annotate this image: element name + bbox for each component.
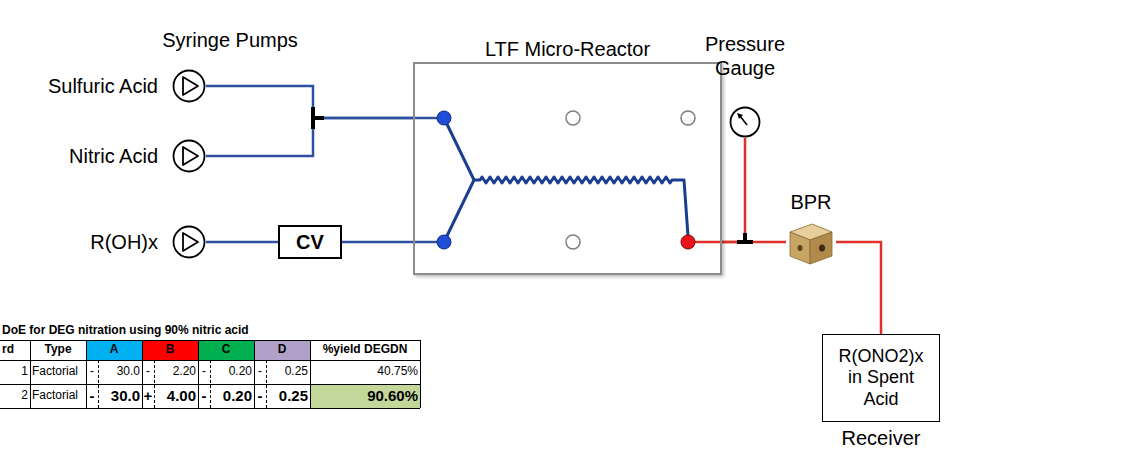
port-hole [681,111,695,125]
part-label: LTF Micro-Reactor [485,37,650,61]
pump-symbol [172,139,206,173]
box-text: CV [296,230,324,254]
table-cell: 30.0 [98,360,142,384]
table-cell: 30.0 [98,384,142,408]
table-cell: 90.60% [310,384,420,408]
table-cell: 2.20 [154,360,198,384]
check-valve-box: CV [278,225,342,259]
tubing-line [722,138,745,242]
tubing-line [206,86,413,118]
part-label: Pressure Gauge [700,32,790,80]
pump-triangle [183,77,198,95]
syringe-pump: Nitric Acid [172,139,206,173]
doe-table-grid [0,340,420,408]
header-fill [254,340,310,360]
bpr-face [810,232,832,264]
outlet-port [681,235,695,249]
table-cell: - [254,360,266,384]
pump-triangle [183,147,198,165]
part-label: Nitric Acid [69,144,158,168]
pressure-gauge: Pressure Gauge [729,106,761,138]
table-title: DoE for DEG nitration using 90% nitric a… [2,322,420,340]
inlet-port [437,111,451,125]
back-pressure-regulator: BPR [786,218,836,266]
tubing-line [206,118,413,156]
reactor-chip [415,111,721,249]
port-hole [566,235,580,249]
part-label: Sulfuric Acid [48,74,158,98]
group-heading: Syringe Pumps [150,27,310,53]
table-cell: 0.20 [210,360,254,384]
bpr-port [798,245,803,251]
table-cell: 0.25 [266,384,310,408]
table-cell: D [254,340,310,360]
gauge-dial [731,108,760,137]
table-cell: 0.20 [210,384,254,408]
table-cell: C [198,340,254,360]
pump-circle [174,227,205,258]
table-cell: Factorial [30,384,86,408]
table-cell: Type [30,340,86,360]
table-cell: 2 [0,384,30,408]
header-fill [86,340,142,360]
micro-reactor: LTF Micro-Reactor [413,62,722,275]
bpr-face [790,232,810,264]
tubing-line [206,241,278,244]
table-cell: - [142,360,154,384]
mixing-channel [444,118,688,242]
pump-circle [174,141,205,172]
table-cell: rd [0,340,30,360]
gauge-needle-tip [737,113,743,119]
table-cell: B [142,340,198,360]
pump-symbol [172,225,206,259]
pump-symbol [172,69,206,103]
table-cell: %yield DEGDN [310,340,420,360]
table-divider [98,360,266,408]
table-cell: + [142,384,154,408]
pump-circle [174,71,205,102]
table-cell: 40.75% [310,360,420,384]
box-text: R(ONO2)x in Spent Acid [835,346,927,411]
part-label: Receiver [842,426,921,450]
table-cell: - [86,384,98,408]
bpr-port [819,245,825,252]
header-fill [198,340,254,360]
table-cell: - [198,360,210,384]
tubing-line [342,241,413,244]
part-label: BPR [790,190,831,214]
table-cell: 0.25 [266,360,310,384]
tee-junction [313,107,324,129]
part-label: R(OH)x [90,230,158,254]
header-fill [142,340,198,360]
table-cell: Factorial [30,360,86,384]
table-cell: - [254,384,266,408]
syringe-pump: Sulfuric Acid [172,69,206,103]
table-cell: 4.00 [154,384,198,408]
pump-triangle [183,233,198,251]
tee-junction [737,233,753,242]
table-cell: A [86,340,142,360]
highlight-fill [310,384,420,408]
table-cell: - [198,384,210,408]
syringe-pump: R(OH)x [172,225,206,259]
inlet-tube [415,118,437,242]
table-grid [0,340,420,408]
inlet-port [437,235,451,249]
gauge-symbol [729,106,761,138]
port-hole [566,111,580,125]
outlet-tube [695,241,721,244]
tubing-line [836,242,881,334]
receiver-box: R(ONO2)x in Spent AcidReceiver [822,334,940,422]
table-cell: - [86,360,98,384]
table-cell: 1 [0,360,30,384]
gauge-needle [740,116,747,125]
bpr-symbol [786,218,836,266]
